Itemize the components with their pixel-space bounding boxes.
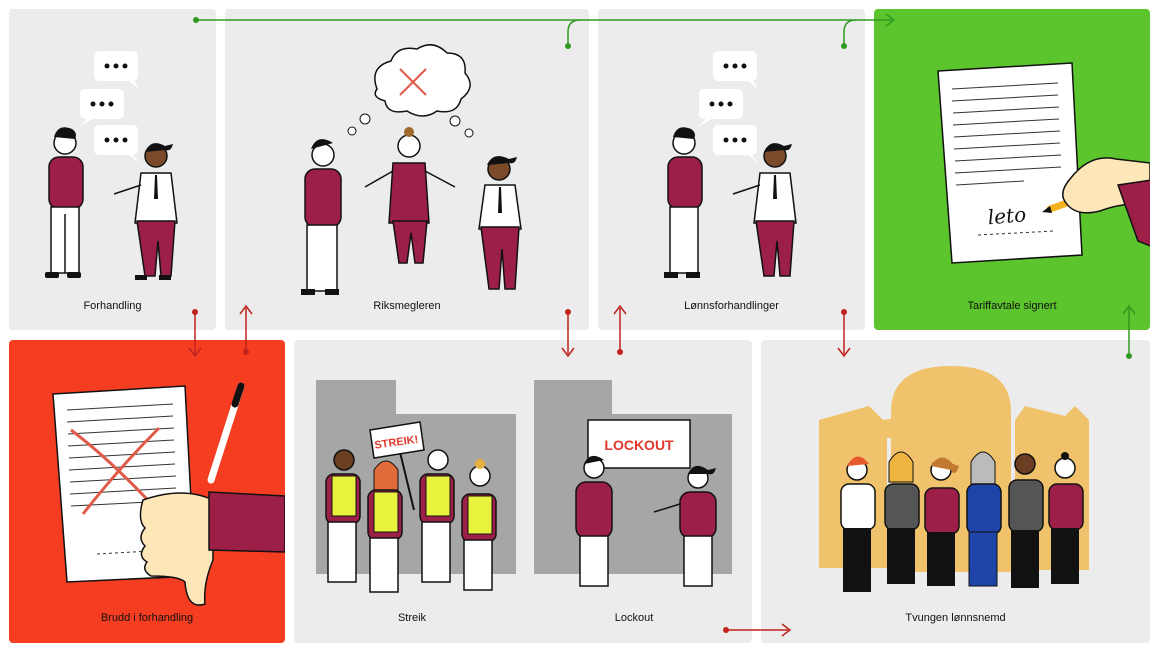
board-figures bbox=[840, 451, 1084, 592]
employer-figure bbox=[575, 455, 613, 587]
wage-board-illustration bbox=[819, 366, 1089, 592]
mediator-figure bbox=[364, 127, 456, 264]
document-icon bbox=[937, 62, 1083, 264]
thought-cloud-icon bbox=[347, 44, 474, 138]
panel-riksmegleren: Riksmegleren bbox=[225, 9, 589, 330]
employee-figure bbox=[664, 127, 703, 278]
signature: leto bbox=[987, 202, 1027, 229]
lockout-sign-text: LOCKOUT bbox=[604, 437, 674, 453]
panel-label: Lønnsforhandlinger bbox=[684, 300, 779, 312]
panel-tariffavtale: leto Tariffavtale signert bbox=[874, 9, 1150, 330]
panel-label-lockout: Lockout bbox=[614, 612, 654, 624]
hand-icon bbox=[1062, 157, 1150, 247]
panel-lonnsnemd: Tvungen lønnsnemd bbox=[761, 340, 1150, 643]
worker-figures bbox=[325, 449, 497, 593]
panel-forhandling: Forhandling bbox=[9, 9, 216, 330]
employer-figure bbox=[732, 143, 797, 277]
thumbs-down-icon bbox=[139, 491, 285, 606]
employer-figure bbox=[478, 156, 522, 290]
panel-label: Brudd i forhandling bbox=[100, 612, 194, 624]
panel-label: Tariffavtale signert bbox=[967, 300, 1057, 312]
breakdown-illustration bbox=[52, 382, 285, 606]
panel-label: Tvungen lønnsnemd bbox=[905, 612, 1006, 624]
wage-negotiation-illustration bbox=[664, 51, 797, 278]
pen-icon bbox=[207, 382, 245, 484]
strike-lockout-illustration: STREIK! LOCKOUT bbox=[316, 380, 732, 593]
panel-lonnsforhandlinger: Lønnsforhandlinger bbox=[598, 9, 865, 330]
employee-figure bbox=[653, 465, 717, 587]
panel-streik-lockout: STREIK! LOCKOUT bbox=[294, 340, 752, 643]
mediator-illustration bbox=[301, 44, 522, 295]
employee-figure bbox=[301, 139, 342, 295]
panel-brudd: Brudd i forhandling bbox=[9, 340, 285, 643]
employee-figure bbox=[45, 127, 84, 278]
strike-sign-icon: STREIK! bbox=[369, 421, 425, 511]
panel-label: Forhandling bbox=[83, 300, 142, 312]
panel-label-streik: Streik bbox=[397, 612, 427, 624]
negotiation-illustration bbox=[45, 51, 178, 280]
lockout-sign-icon: LOCKOUT bbox=[587, 419, 691, 469]
speech-bubble-icon bbox=[79, 51, 139, 163]
speech-bubble-icon bbox=[698, 51, 758, 163]
panel-label: Riksmegleren bbox=[373, 300, 441, 312]
signing-illustration: leto bbox=[937, 62, 1150, 264]
employer-figure bbox=[113, 143, 178, 280]
